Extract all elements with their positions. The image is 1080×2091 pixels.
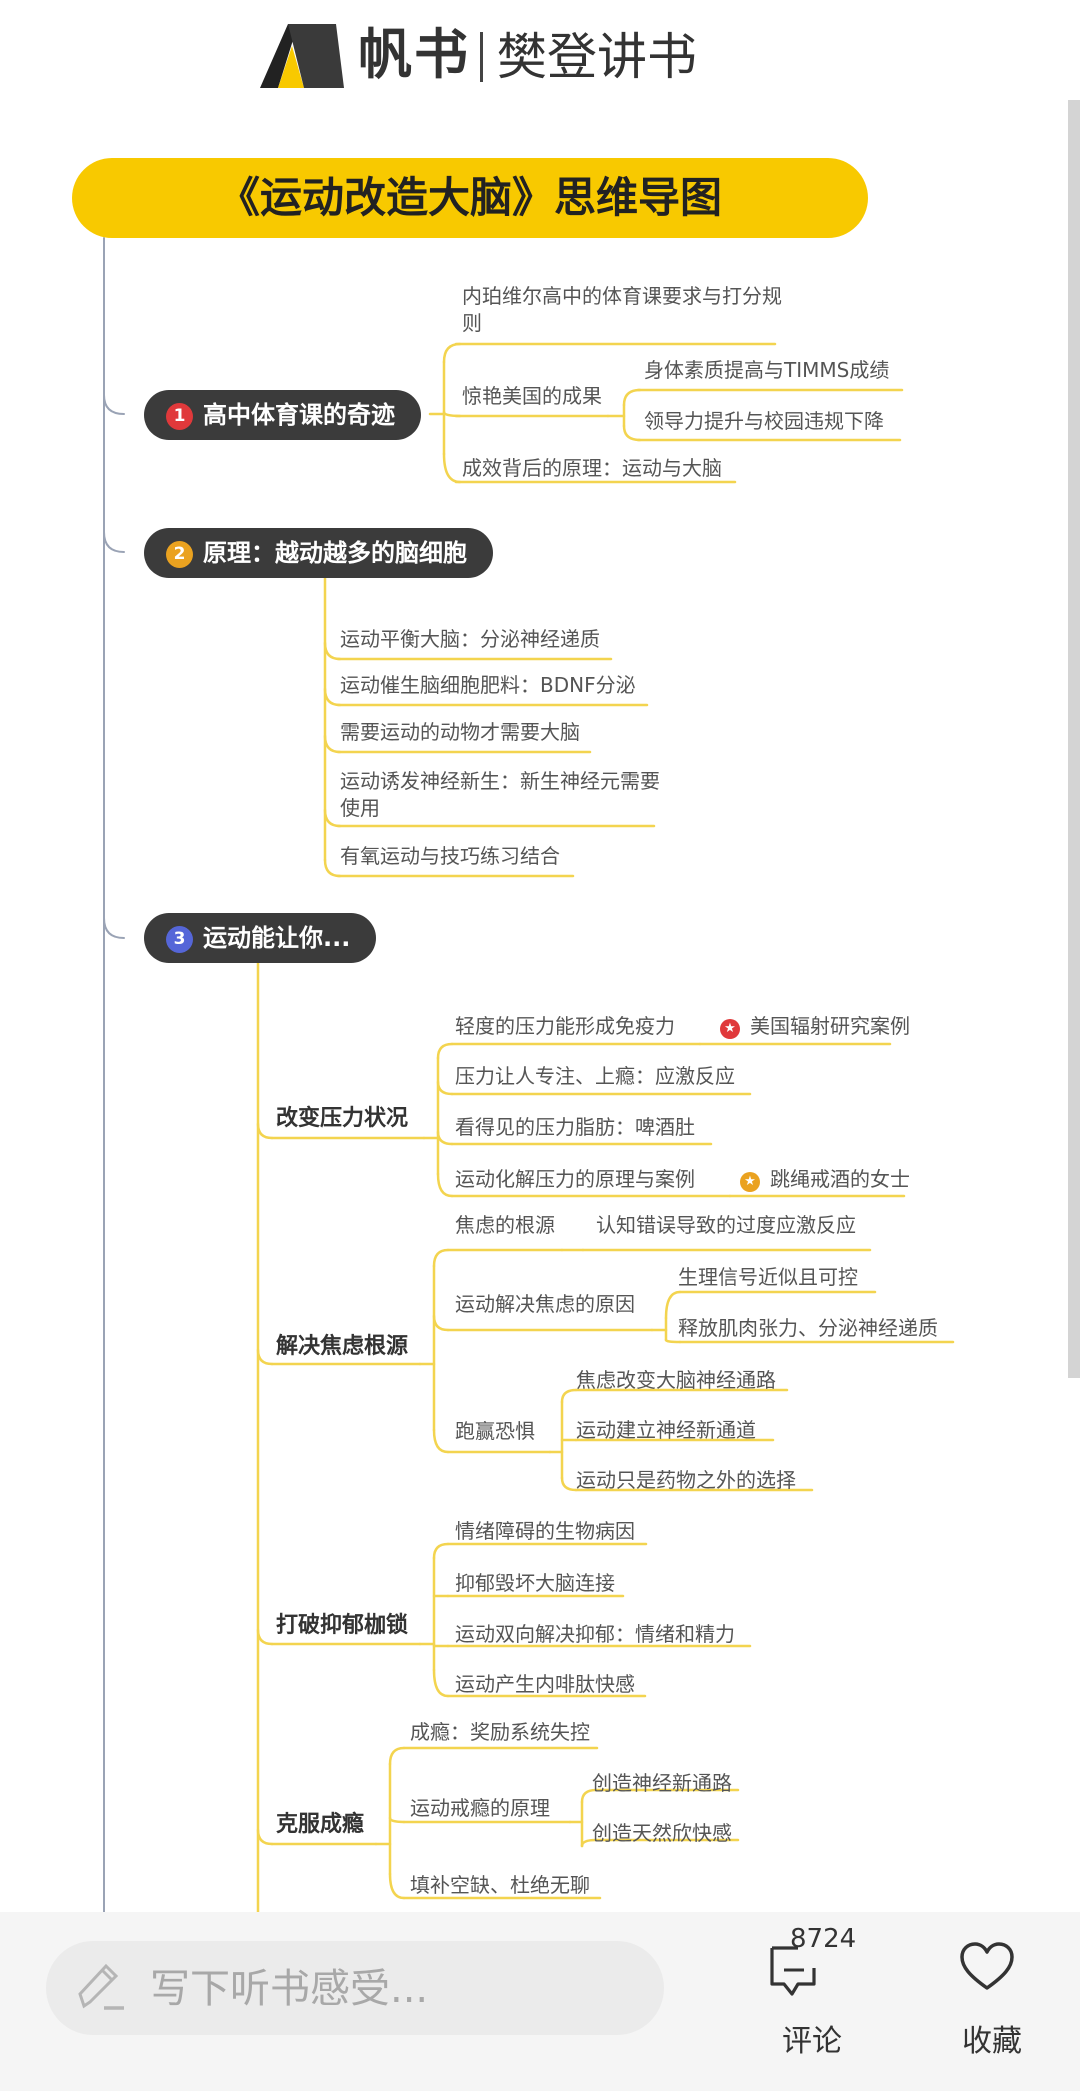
node-item: 压力让人专注、上瘾：应激反应 [455, 1064, 735, 1088]
node-item: 运动化解压力的原理与案例 [455, 1167, 695, 1191]
section-1-node[interactable]: 1 高中体育课的奇迹 [144, 390, 421, 440]
node-item: 惊艳美国的成果 [462, 384, 602, 408]
node-item: 情绪障碍的生物病因 [455, 1519, 635, 1543]
node-item: 焦虑改变大脑神经通路 [576, 1368, 776, 1392]
header-bar: 帆书 樊登讲书 [0, 0, 1080, 100]
subtopic-anxiety[interactable]: 解决焦虑根源 [276, 1334, 409, 1359]
comment-button[interactable]: 评论 [752, 1920, 872, 2070]
node-item: 焦虑的根源 [455, 1213, 555, 1237]
node-item: 填补空缺、杜绝无聊 [410, 1873, 590, 1897]
node-item: 运动戒瘾的原理 [410, 1796, 550, 1820]
section-2-node[interactable]: 2 原理：越动越多的脑细胞 [144, 528, 493, 578]
case-label: 美国辐射研究案例 [750, 1014, 910, 1038]
star-badge-icon: ★ [720, 1019, 740, 1039]
comment-placeholder: 写下听书感受... [150, 1966, 429, 2012]
pen-icon [78, 1963, 124, 2010]
brand-divider [480, 32, 483, 82]
node-item: 成瘾：奖励系统失控 [410, 1720, 590, 1744]
node-item: 抑郁毁坏大脑连接 [455, 1571, 615, 1595]
node-item: 身体素质提高与TIMMS成绩 [644, 358, 890, 382]
favorite-button[interactable]: 收藏 [932, 1920, 1052, 2070]
scrollbar[interactable] [1068, 100, 1080, 1378]
mindmap-connectors [103, 237, 955, 1912]
node-item: 看得见的压力脂肪：啤酒肚 [455, 1115, 695, 1139]
node-item: 运动产生内啡肽快感 [455, 1672, 635, 1696]
node-item: 运动催生脑细胞肥料：BDNF分泌 [340, 673, 636, 697]
subtopic-stress[interactable]: 改变压力状况 [276, 1106, 409, 1131]
node-item: 运动解决焦虑的原因 [455, 1292, 635, 1316]
node-item: 生理信号近似且可控 [678, 1265, 858, 1289]
node-item: 运动只是药物之外的选择 [576, 1468, 796, 1492]
section-3-number: 3 [166, 926, 193, 953]
channel-name: 樊登讲书 [497, 28, 697, 86]
node-item: 运动双向解决抑郁：情绪和精力 [455, 1622, 735, 1646]
node-item: 需要运动的动物才需要大脑 [340, 720, 580, 744]
node-item: 跑赢恐惧 [455, 1419, 535, 1443]
node-item: 运动建立神经新通道 [576, 1418, 756, 1442]
node-item: 释放肌肉张力、分泌神经递质 [678, 1316, 938, 1340]
section-2-label: 原理：越动越多的脑细胞 [203, 539, 467, 567]
node-item: 认知错误导致的过度应激反应 [596, 1213, 856, 1237]
section-1-label: 高中体育课的奇迹 [203, 401, 395, 429]
subtopic-depression[interactable]: 打破抑郁枷锁 [276, 1613, 409, 1638]
brand-name: 帆书 [358, 23, 470, 86]
comment-label: 评论 [782, 2024, 842, 2059]
node-item: 创造神经新通路 [592, 1771, 732, 1795]
star-badge-icon: ★ [740, 1172, 760, 1192]
favorite-label: 收藏 [962, 2024, 1022, 2059]
section-1-number: 1 [166, 403, 193, 430]
subtopic-addiction[interactable]: 克服成瘾 [276, 1812, 365, 1837]
node-item: 领导力提升与校园违规下降 [644, 409, 884, 433]
section-3-label: 运动能让你... [203, 924, 351, 952]
case-label: 跳绳戒酒的女士 [770, 1167, 910, 1191]
case-node: ★ 跳绳戒酒的女士 [740, 1166, 910, 1193]
node-item: 有氧运动与技巧练习结合 [340, 844, 560, 868]
node-item: 成效背后的原理：运动与大脑 [462, 456, 722, 480]
node-item: 创造天然欣快感 [592, 1821, 732, 1845]
comment-count: 8724 [790, 1924, 857, 1954]
node-item: 轻度的压力能形成免疫力 [455, 1014, 675, 1038]
heart-icon [960, 1942, 1014, 1990]
section-3-node[interactable]: 3 运动能让你... [144, 913, 377, 963]
comment-icon [770, 1946, 816, 1996]
mindmap-title: 《运动改造大脑》思维导图 [72, 158, 868, 238]
comment-input[interactable] [46, 1941, 664, 2035]
section-2-number: 2 [166, 541, 193, 568]
node-item: 内珀维尔高中的体育课要求与打分规则 [462, 284, 782, 335]
node-item: 运动平衡大脑：分泌神经递质 [340, 627, 600, 651]
node-item: 运动诱发神经新生：新生神经元需要使用 [340, 769, 660, 820]
logo-mark-icon [260, 24, 344, 88]
case-node: ★ 美国辐射研究案例 [720, 1013, 910, 1040]
